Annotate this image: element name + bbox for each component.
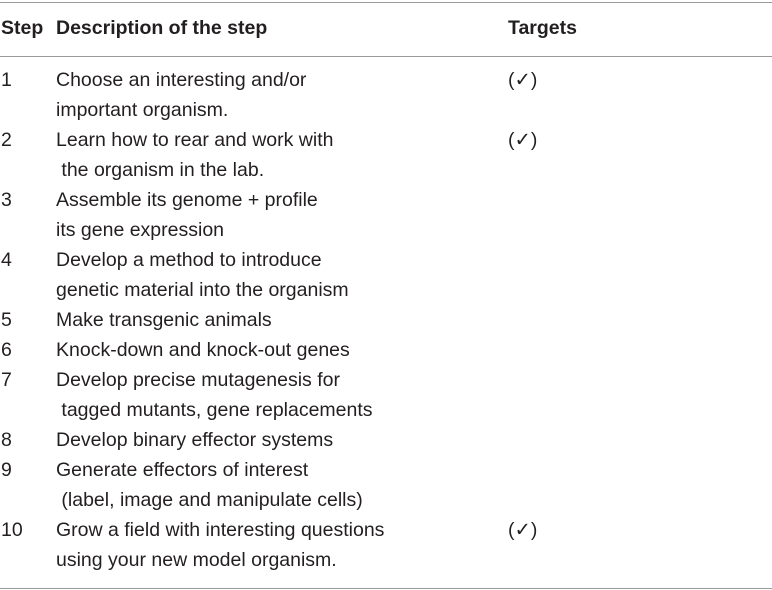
- step-number: 7: [1, 369, 12, 391]
- description-line: the organism in the lab.: [56, 159, 265, 181]
- step-description: Assemble its genome + profile its gene ex…: [56, 185, 496, 245]
- step-number: 6: [1, 339, 12, 361]
- description-line: Develop a method to introduce: [56, 249, 322, 271]
- table-top-rule: [0, 2, 772, 3]
- step-number: 10: [1, 519, 23, 541]
- table-row: 5 Make transgenic animals: [0, 305, 772, 335]
- step-description: Develop a method to introduce genetic mat…: [56, 245, 496, 305]
- description-line: genetic material into the organism: [56, 279, 349, 301]
- table-row: 7 Develop precise mutagenesis for tagged …: [0, 365, 772, 425]
- header-step: Step: [1, 17, 44, 39]
- description-line: its gene expression: [56, 219, 225, 241]
- description-line: using your new model organism.: [56, 549, 337, 571]
- description-line: tagged mutants, gene replacements: [56, 399, 373, 421]
- target-checkmark: (✓): [508, 129, 538, 151]
- step-description: Grow a field with interesting questions u…: [56, 515, 496, 575]
- table-row: 1 Choose an interesting and/or important o…: [0, 65, 772, 125]
- description-line: Learn how to rear and work with: [56, 129, 334, 151]
- step-description: Choose an interesting and/or important or…: [56, 65, 496, 125]
- header-description: Description of the step: [56, 17, 268, 39]
- step-number: 3: [1, 189, 12, 211]
- table-row: 9 Generate effectors of interest (label, …: [0, 455, 772, 515]
- step-number: 1: [1, 69, 12, 91]
- step-description: Learn how to rear and work with the orga…: [56, 125, 496, 185]
- header-targets: Targets: [508, 17, 577, 39]
- table-row: 10 Grow a field with interesting question…: [0, 515, 772, 575]
- step-number: 4: [1, 249, 12, 271]
- target-checkmark: (✓): [508, 519, 538, 541]
- step-number: 8: [1, 429, 12, 451]
- step-description: Make transgenic animals: [56, 305, 496, 335]
- step-number: 9: [1, 459, 12, 481]
- step-description: Generate effectors of interest (label, i…: [56, 455, 496, 515]
- table-row: 2 Learn how to rear and work with the org…: [0, 125, 772, 185]
- description-line: Generate effectors of interest: [56, 459, 309, 481]
- description-line: Knock-down and knock-out genes: [56, 339, 350, 361]
- step-number: 5: [1, 309, 12, 331]
- table-body: 1 Choose an interesting and/or important o…: [0, 65, 772, 575]
- step-description: Knock-down and knock-out genes: [56, 335, 496, 365]
- table-header-rule: [0, 56, 772, 57]
- description-line: Assemble its genome + profile: [56, 189, 318, 211]
- description-line: important organism.: [56, 99, 229, 121]
- description-line: Grow a field with interesting questions: [56, 519, 385, 541]
- description-line: Develop precise mutagenesis for: [56, 369, 340, 391]
- step-description: Develop binary effector systems: [56, 425, 496, 455]
- description-line: (label, image and manipulate cells): [56, 489, 363, 511]
- table-bottom-rule: [0, 588, 772, 589]
- step-description: Develop precise mutagenesis for tagged m…: [56, 365, 496, 425]
- step-number: 2: [1, 129, 12, 151]
- description-line: Make transgenic animals: [56, 309, 272, 331]
- description-line: Develop binary effector systems: [56, 429, 334, 451]
- description-line: Choose an interesting and/or: [56, 69, 307, 91]
- table-row: 8 Develop binary effector systems: [0, 425, 772, 455]
- table-row: 6 Knock-down and knock-out genes: [0, 335, 772, 365]
- table-header: Step Description of the step Targets: [0, 12, 772, 48]
- target-checkmark: (✓): [508, 69, 538, 91]
- table-row: 4 Develop a method to introduce genetic ma…: [0, 245, 772, 305]
- table-row: 3 Assemble its genome + profile its gene e…: [0, 185, 772, 245]
